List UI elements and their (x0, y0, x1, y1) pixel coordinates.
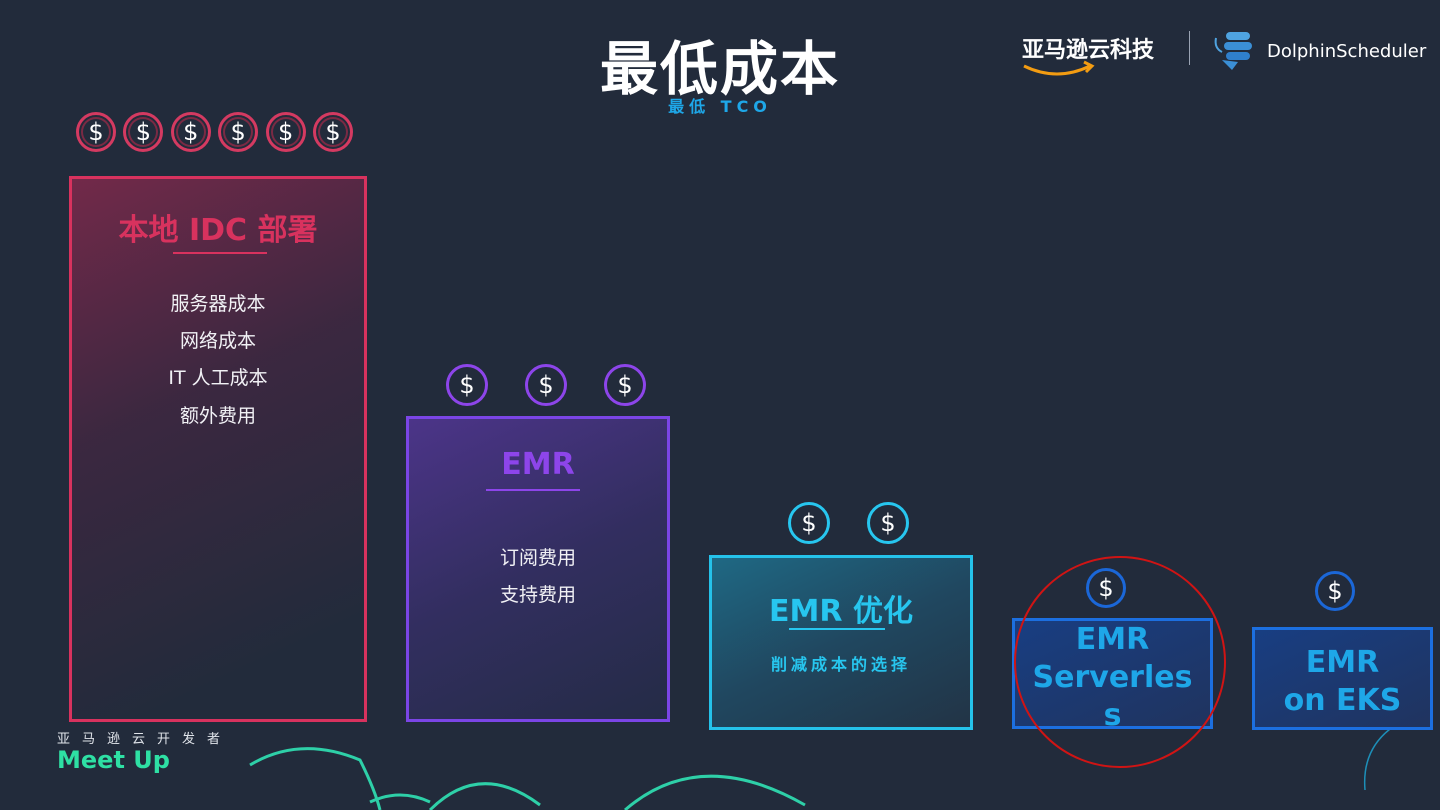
emr-item: 支持费用 (499, 584, 576, 606)
idc-item: 服务器成本 (170, 293, 266, 315)
idc-coin-icon: $ (218, 112, 259, 152)
idc-coin-icon: $ (76, 112, 116, 152)
dolphinscheduler-logo: DolphinScheduler (1212, 28, 1432, 72)
cloud-decoration (249, 730, 1391, 810)
emr-optimized-coin-icon: $ (788, 502, 830, 544)
emr-item: 订阅费用 (499, 547, 576, 569)
emr-optimized-underline (789, 628, 885, 630)
idc-title-underline (173, 252, 267, 254)
meetup-logo-text: Meet Up (57, 746, 170, 774)
emr-coin-icon: $ (525, 364, 567, 406)
emr-optimized-subtitle: 削减成本的选择 (770, 655, 911, 674)
page-title: 最低成本 (599, 35, 840, 103)
emr-optimized-card: EMR 优化 削减成本的选择 (709, 555, 973, 730)
amazon-smile-icon (1023, 60, 1095, 76)
emr-on-eks-title-line: on EKS (1283, 683, 1402, 718)
idc-coin-icon: $ (123, 112, 164, 152)
dolphin-logo-text: DolphinScheduler (1267, 41, 1427, 62)
idc-item: 网络成本 (179, 330, 256, 352)
emr-on-eks-title-line: EMR (1305, 645, 1380, 680)
page-subtitle: 最低 TCO (668, 97, 772, 116)
dolphin-icon (1214, 32, 1252, 70)
idc-item: 额外费用 (179, 405, 256, 427)
emr-title-underline (486, 489, 580, 491)
idc-cost-card: 本地 IDC 部署 服务器成本 网络成本 IT 人工成本 额外费用 (69, 176, 367, 722)
meetup-caption: 亚马逊云开发者 (57, 732, 233, 747)
idc-coin-icon: $ (170, 112, 211, 152)
idc-card-title: 本地 IDC 部署 (118, 213, 318, 248)
amazon-logo-text: 亚马逊云科技 (1022, 38, 1155, 63)
emr-optimized-coin-icon: $ (867, 502, 909, 544)
idc-coin-icon: $ (265, 112, 306, 152)
emr-coin-icon: $ (446, 364, 488, 406)
emr-optimized-title: EMR 优化 (769, 594, 913, 629)
emr-card-title: EMR (501, 447, 575, 482)
highlight-circle-annotation (1014, 556, 1226, 768)
idc-coin-icon: $ (313, 112, 353, 152)
emr-coin-icon: $ (604, 364, 646, 406)
emr-cost-card: EMR 订阅费用 支持费用 (406, 416, 670, 722)
logo-divider (1189, 31, 1190, 65)
idc-item: IT 人工成本 (168, 367, 268, 389)
emr-on-eks-card: EMR on EKS (1252, 627, 1433, 730)
emr-on-eks-title: EMR on EKS (1255, 644, 1430, 720)
emr-on-eks-coin-icon: $ (1315, 571, 1355, 611)
amazon-logo: 亚马逊云科技 (1022, 32, 1172, 82)
